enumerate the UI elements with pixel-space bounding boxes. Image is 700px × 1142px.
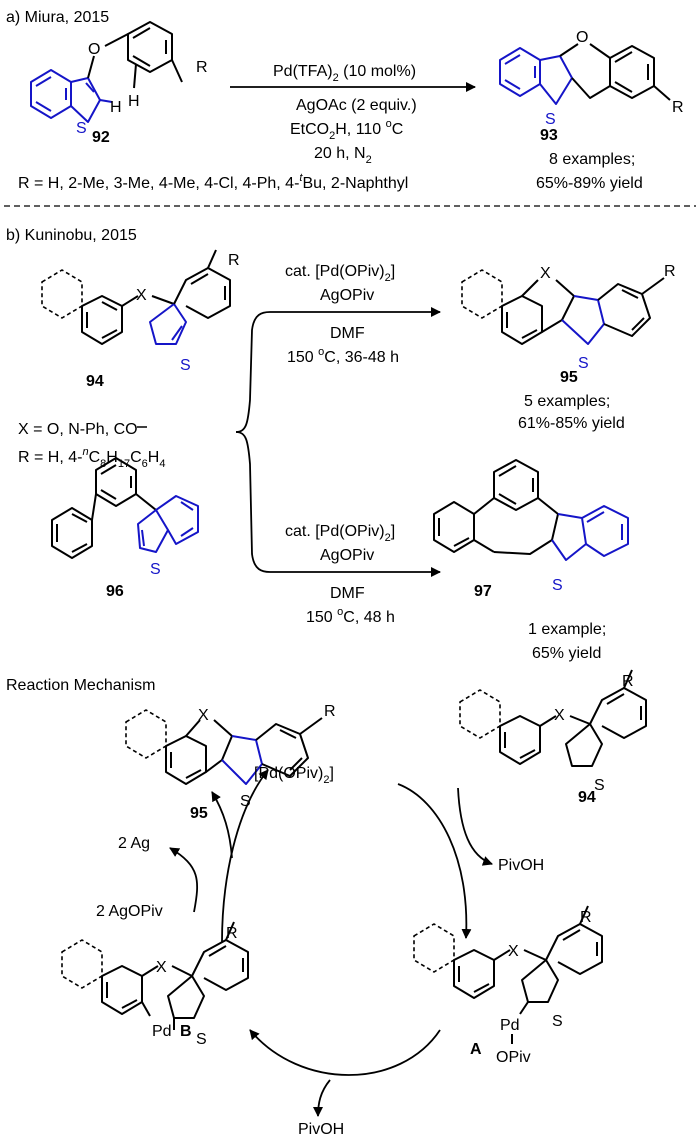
pivoh-1: PivOH xyxy=(498,857,544,874)
atom-s-97: S xyxy=(552,577,563,594)
label-94: 94 xyxy=(86,373,104,390)
cond-a-1: Pd(TFA)2 (10 mol%) xyxy=(273,63,416,84)
result-b-bot-1: 1 example; xyxy=(528,621,606,638)
cond-b-bot-4: 150 oC, 48 h xyxy=(306,606,395,626)
cond-b-top-4: 150 oC, 36-48 h xyxy=(287,346,399,366)
atom-r-95: R xyxy=(664,263,676,280)
compound-97: S 97 xyxy=(433,459,629,600)
label-92: 92 xyxy=(92,129,110,146)
atom-h-92: H xyxy=(110,99,122,116)
compound-94-mech: X S R 94 xyxy=(459,669,647,806)
result-b-top-1: 5 examples; xyxy=(524,393,610,410)
atom-r-b: R xyxy=(226,925,238,942)
atom-r-93: R xyxy=(672,99,684,116)
atom-s-93: S xyxy=(545,111,556,128)
cond-a-4: 20 h, N2 xyxy=(314,145,372,166)
result-a-2: 65%-89% yield xyxy=(536,175,643,192)
compound-95-mech: X S R 95 xyxy=(125,703,336,822)
atom-s-94-mech: S xyxy=(594,777,605,794)
arrow-pivoh-out-2 xyxy=(313,1079,331,1117)
atom-s-95-mech: S xyxy=(240,793,251,810)
atom-r-94: R xyxy=(228,252,240,269)
compound-94: X S R 94 xyxy=(41,249,240,390)
atom-r-95-mech: R xyxy=(324,703,336,720)
atom-s-96: S xyxy=(150,561,161,578)
arrow-pivoh-out-1 xyxy=(457,787,493,866)
cond-b-bot-3: DMF xyxy=(330,585,365,602)
label-a: A xyxy=(470,1041,482,1058)
cond-b-bot-2: AgOPiv xyxy=(320,547,374,564)
section-a-title: a) Miura, 2015 xyxy=(6,9,109,26)
atom-s-92: S xyxy=(76,120,87,137)
section-b-title: b) Kuninobu, 2015 xyxy=(6,227,137,244)
atom-o-92: O xyxy=(88,41,100,58)
label-93: 93 xyxy=(540,127,558,144)
result-a-1: 8 examples; xyxy=(549,151,635,168)
result-b-bot-2: 65% yield xyxy=(532,645,601,662)
cond-b-top-3: DMF xyxy=(330,325,365,342)
catalyst-label: [Pd(OPiv)2] xyxy=(254,765,334,786)
arrow-a-to-b xyxy=(249,1029,441,1076)
pd-b: Pd xyxy=(152,1023,172,1040)
arrow-ag xyxy=(169,847,199,913)
compound-96: S 96 xyxy=(51,457,199,600)
r-definition-a: R = H, 2-Me, 3-Me, 4-Me, 4-Cl, 4-Ph, 4-t… xyxy=(18,172,408,192)
label-97: 97 xyxy=(474,583,492,600)
mechanism-title: Reaction Mechanism xyxy=(6,677,155,694)
arrow-cmh xyxy=(397,783,472,939)
compound-93: S O R 93 xyxy=(499,29,684,144)
cond-a-3: EtCO2H, 110 oC xyxy=(290,118,403,142)
ag-label: 2 Ag xyxy=(118,835,150,852)
arrow-b-bottom xyxy=(235,431,441,577)
cond-b-bot-1: cat. [Pd(OPiv)2] xyxy=(285,523,395,544)
atom-x-a: X xyxy=(508,943,519,960)
label-94-mech: 94 xyxy=(578,789,596,806)
atom-o-93: O xyxy=(576,29,588,46)
atom-x-b: X xyxy=(156,959,167,976)
atom-r-94-mech: R xyxy=(622,673,634,690)
compound-92: S O H H R 92 xyxy=(30,21,208,146)
atom-s-a: S xyxy=(552,1013,563,1030)
arrow-b-top xyxy=(235,307,441,433)
cond-b-top-2: AgOPiv xyxy=(320,287,374,304)
label-96: 96 xyxy=(106,583,124,600)
arrow-b-to-95 xyxy=(211,791,233,859)
label-b: B xyxy=(180,1023,192,1040)
atom-x-95: X xyxy=(540,265,551,282)
intermediate-b: X S R Pd B xyxy=(61,921,249,1048)
atom-x-94-mech: X xyxy=(554,707,565,724)
atom-h-ortho: H xyxy=(128,93,140,110)
pd-a: Pd xyxy=(500,1017,520,1034)
label-95-b: 95 xyxy=(560,369,578,386)
agopiv-label: 2 AgOPiv xyxy=(96,903,163,920)
x-definition: X = O, N-Ph, CO xyxy=(18,421,138,438)
atom-s-94: S xyxy=(180,357,191,374)
atom-r-92: R xyxy=(196,59,208,76)
atom-s-95: S xyxy=(578,355,589,372)
atom-r-a: R xyxy=(580,909,592,926)
pivoh-2: PivOH xyxy=(298,1121,344,1138)
cond-b-top-1: cat. [Pd(OPiv)2] xyxy=(285,263,395,284)
atom-x-95-mech: X xyxy=(198,707,209,724)
compound-95-b: X S R 95 xyxy=(461,263,676,386)
intermediate-a: X S R Pd OPiv A xyxy=(413,905,603,1066)
cond-a-2: AgOAc (2 equiv.) xyxy=(296,97,417,114)
label-95-mech: 95 xyxy=(190,805,208,822)
opiv-a: OPiv xyxy=(496,1049,531,1066)
arrow-b-to-catalyst xyxy=(221,769,269,943)
atom-x-94: X xyxy=(136,287,147,304)
atom-s-b: S xyxy=(196,1031,207,1048)
r-definition-b: R = H, 4-nC8H17C6H4 xyxy=(18,446,165,470)
result-b-top-2: 61%-85% yield xyxy=(518,415,625,432)
